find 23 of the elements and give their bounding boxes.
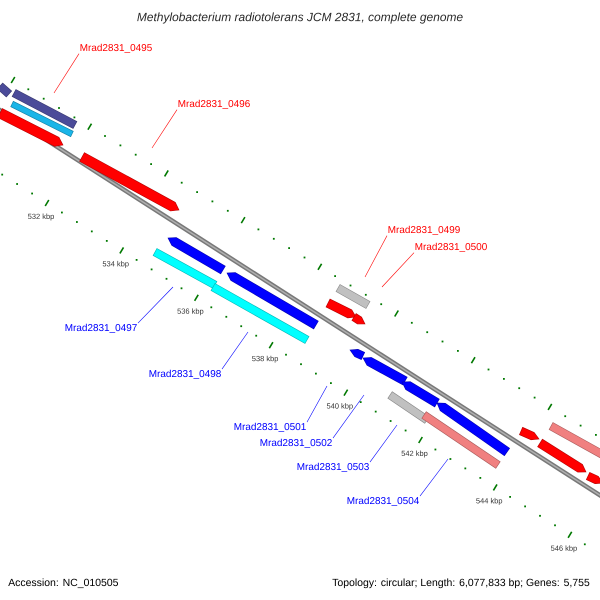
leader-line <box>306 386 328 422</box>
leader-line <box>370 424 398 462</box>
gene-label: Mrad2831_0498 <box>150 370 221 379</box>
title: Methylobacterium radiotolerans JCM 2831, complete genome <box>137 12 463 24</box>
gene-label: Mrad2831_0496 <box>178 100 250 109</box>
gene-label: Mrad2831_0500 <box>416 242 487 252</box>
leader-line <box>138 286 174 324</box>
accession-text: Accession: NC_010505 <box>8 578 118 588</box>
leader-line <box>54 53 80 94</box>
leader-line <box>332 394 364 438</box>
gene-label: Mrad2831_0495 <box>80 44 152 53</box>
gene-label: Mrad2831_0497 <box>66 324 137 333</box>
leader-line <box>382 252 414 288</box>
leader-line <box>222 332 248 370</box>
gene-label: Mrad2831_0501 <box>234 422 306 432</box>
summary-text: Topology: circular; Length: 6,077,833 bp; Genes: 5,755 <box>332 578 590 588</box>
gene-label: Mrad2831_0499 <box>388 226 460 235</box>
leader-line <box>420 458 448 496</box>
leader-line <box>364 235 388 278</box>
leader-line <box>152 109 178 148</box>
gene-label: Mrad2831_0502 <box>260 438 332 448</box>
gene-label: Mrad2831_0504 <box>348 496 419 506</box>
gene-label: Mrad2831_0503 <box>298 462 369 472</box>
